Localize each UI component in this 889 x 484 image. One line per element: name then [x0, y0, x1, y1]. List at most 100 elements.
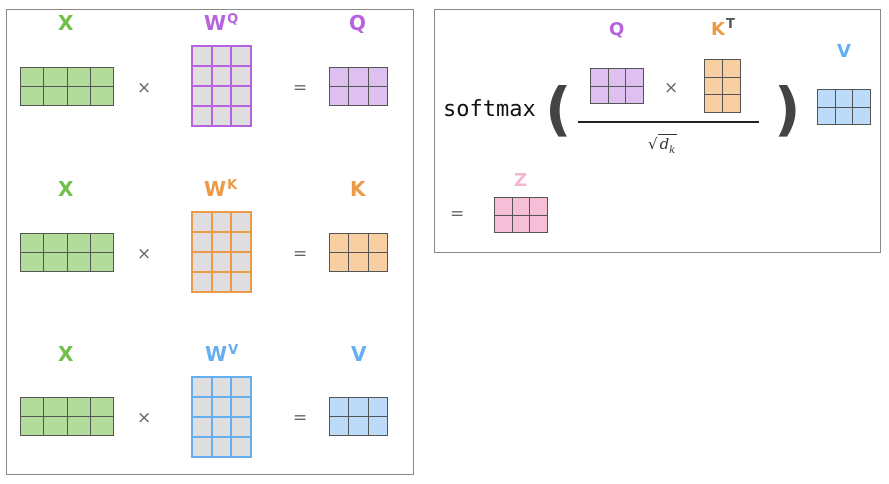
kt-matrix [704, 59, 741, 113]
matrix-cell [212, 87, 231, 105]
matrix-cell [495, 215, 512, 232]
matrix-cell [853, 90, 870, 107]
matrix-cell [21, 398, 44, 416]
matrix-cell [818, 107, 835, 124]
wk-matrix [191, 211, 252, 293]
equals-sign-row2: = [293, 244, 308, 264]
equals-sign-row1: = [293, 78, 308, 98]
matrix-cell [608, 86, 626, 103]
matrix-cell [705, 95, 722, 112]
x-matrix-row1 [20, 67, 114, 106]
matrix-cell [232, 398, 250, 416]
matrix-cell [368, 253, 387, 271]
matrix-cell [330, 87, 349, 105]
matrix-cell [193, 107, 211, 125]
matrix-cell [330, 234, 349, 252]
matrix-cell [90, 253, 113, 271]
matrix-cell [349, 398, 368, 416]
matrix-cell [530, 198, 547, 215]
matrix-cell [212, 233, 231, 251]
x-label-row2: X [58, 177, 74, 201]
matrix-cell [212, 47, 231, 65]
matrix-cell [349, 68, 368, 86]
v-label-row3: V [351, 342, 367, 366]
matrix-cell [232, 213, 250, 231]
matrix-cell [232, 233, 250, 251]
matrix-cell [90, 68, 113, 86]
times-sign-row1: × [137, 78, 152, 98]
fraction-line [578, 121, 759, 123]
matrix-cell [626, 69, 643, 86]
matrix-cell [193, 213, 211, 231]
matrix-cell [44, 417, 67, 435]
matrix-cell [232, 418, 250, 436]
matrix-cell [193, 418, 211, 436]
times-sign-row2: × [137, 244, 152, 264]
matrix-cell [212, 418, 231, 436]
matrix-cell [512, 198, 530, 215]
wv-matrix [191, 376, 252, 458]
matrix-cell [705, 77, 722, 95]
x-label-row3: X [58, 342, 74, 366]
matrix-cell [232, 47, 250, 65]
x-matrix-row2 [20, 233, 114, 272]
softmax-label: softmax [443, 97, 536, 122]
matrix-cell [21, 417, 44, 435]
matrix-cell [21, 87, 44, 105]
sqrt-dk: √dk [648, 134, 678, 160]
matrix-cell [626, 86, 643, 103]
matrix-cell [193, 47, 211, 65]
matrix-cell [193, 273, 211, 291]
matrix-cell [193, 398, 211, 416]
x-matrix-row3 [20, 397, 114, 436]
matrix-cell [67, 398, 90, 416]
kt-label: KT [711, 17, 735, 40]
matrix-cell [67, 234, 90, 252]
matrix-cell [232, 273, 250, 291]
matrix-cell [723, 60, 740, 77]
matrix-cell [67, 68, 90, 86]
matrix-cell [193, 378, 211, 396]
q-matrix-formula [590, 68, 644, 104]
matrix-cell [330, 253, 349, 271]
matrix-cell [21, 253, 44, 271]
matrix-cell [853, 107, 870, 124]
equals-sign-row3: = [293, 408, 308, 428]
matrix-cell [67, 87, 90, 105]
matrix-cell [835, 107, 853, 124]
matrix-cell [530, 215, 547, 232]
matrix-cell [591, 86, 608, 103]
matrix-cell [67, 417, 90, 435]
matrix-cell [212, 253, 231, 271]
matrix-cell [368, 87, 387, 105]
matrix-cell [232, 67, 250, 85]
matrix-cell [232, 438, 250, 456]
matrix-cell [705, 60, 722, 77]
matrix-cell [330, 68, 349, 86]
matrix-cell [90, 87, 113, 105]
open-parenthesis: ( [545, 75, 572, 143]
q-matrix-row1 [329, 67, 388, 106]
matrix-cell [212, 67, 231, 85]
equals-sign-formula: = [450, 204, 465, 224]
matrix-cell [44, 87, 67, 105]
matrix-cell [232, 107, 250, 125]
matrix-cell [368, 234, 387, 252]
q-label-formula: Q [609, 19, 625, 40]
matrix-cell [44, 253, 67, 271]
matrix-cell [193, 67, 211, 85]
matrix-cell [212, 438, 231, 456]
matrix-cell [232, 87, 250, 105]
wk-label: WK [204, 177, 238, 201]
matrix-cell [330, 398, 349, 416]
matrix-cell [212, 378, 231, 396]
matrix-cell [193, 438, 211, 456]
matrix-cell [818, 90, 835, 107]
q-label-row1: Q [349, 11, 367, 35]
matrix-cell [495, 198, 512, 215]
matrix-cell [90, 398, 113, 416]
z-matrix [494, 197, 548, 233]
matrix-cell [212, 107, 231, 125]
v-label-formula: V [837, 41, 851, 62]
matrix-cell [193, 253, 211, 271]
